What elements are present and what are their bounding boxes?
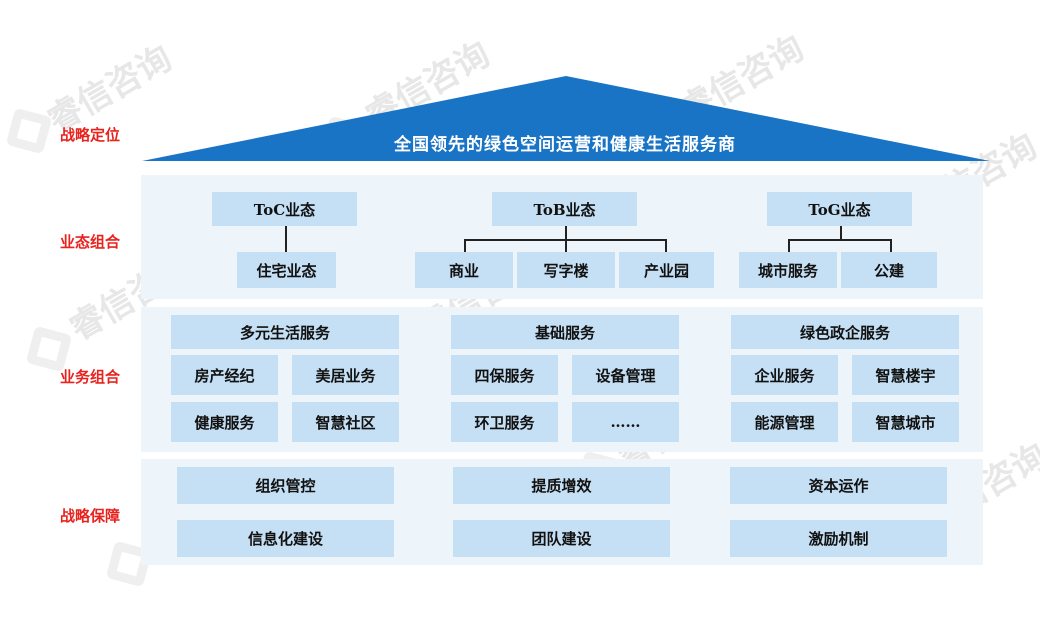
office-format-box: 写字楼 [517,252,615,288]
connector-line [464,239,466,252]
team-building-box: 团队建设 [453,520,670,557]
connector-line [840,226,842,240]
diverse-life-service-header: 多元生活服务 [171,315,399,349]
label-format-combination: 业态组合 [59,233,120,251]
label-strategic-support: 战略保障 [59,507,120,525]
public-building-format-box: 公建 [841,252,937,288]
connector-line [788,239,892,241]
connector-line [285,226,287,252]
ellipsis-box: …… [572,402,679,442]
smart-community-box: 智慧社区 [292,402,399,442]
green-gov-enterprise-service-header: 绿色政企服务 [731,315,959,349]
roof-title: 全国领先的绿色空间运营和健康生活服务商 [394,135,736,155]
organization-control-box: 组织管控 [177,467,394,504]
tog-format-box: ToG业态 [767,192,912,226]
commercial-format-box: 商业 [415,252,513,288]
informatization-box: 信息化建设 [177,520,394,557]
energy-management-box: 能源管理 [731,402,838,442]
roof-triangle [142,76,990,161]
label-strategic-positioning: 战略定位 [59,126,120,144]
toc-format-box: ToC业态 [212,192,357,226]
connector-line [788,239,790,252]
quality-efficiency-box: 提质增效 [453,467,670,504]
residential-format-box: 住宅业态 [237,252,336,288]
real-estate-brokerage-box: 房产经纪 [171,355,278,395]
equipment-management-box: 设备管理 [572,355,679,395]
connector-line [565,239,567,252]
city-service-format-box: 城市服务 [739,252,837,288]
health-service-box: 健康服务 [171,402,278,442]
four-guarantee-service-box: 四保服务 [451,355,558,395]
label-business-combination: 业务组合 [59,368,120,386]
home-decor-box: 美居业务 [292,355,399,395]
connector-line [565,226,567,240]
capital-operation-box: 资本运作 [730,467,947,504]
smart-building-box: 智慧楼宇 [852,355,959,395]
connector-line [890,239,892,252]
enterprise-service-box: 企业服务 [731,355,838,395]
tob-format-box: ToB业态 [492,192,637,226]
industrial-park-format-box: 产业园 [619,252,714,288]
smart-city-box: 智慧城市 [852,402,959,442]
basic-service-header: 基础服务 [451,315,679,349]
connector-line [665,239,667,252]
sanitation-service-box: 环卫服务 [451,402,558,442]
incentive-mechanism-box: 激励机制 [730,520,947,557]
